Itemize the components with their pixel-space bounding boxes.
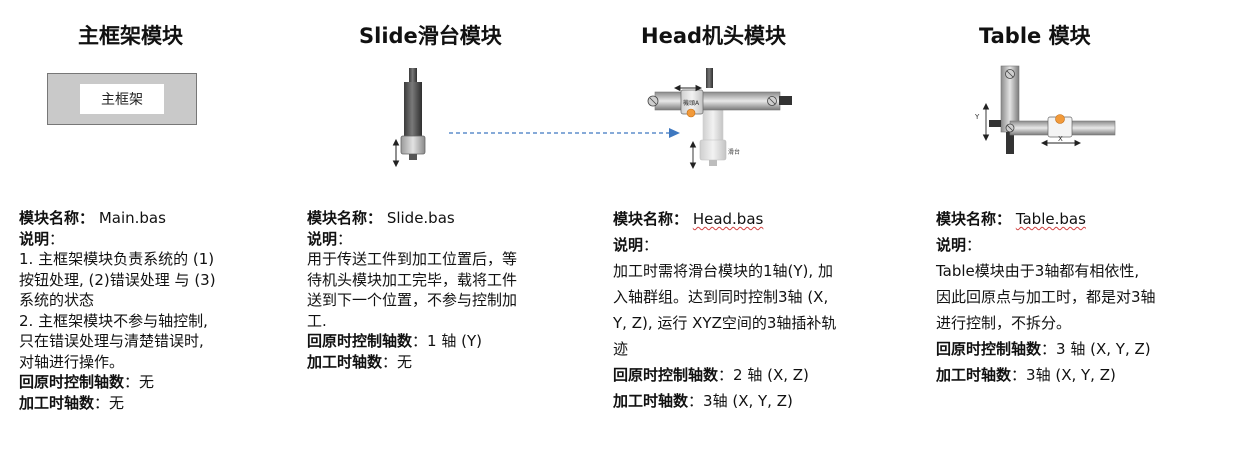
- home-axes-row: 回原时控制轴数：1 轴 (Y): [307, 332, 482, 350]
- head-illustration: 機頭A 滑台: [647, 68, 792, 170]
- module-name-label: 模块名称: [19, 209, 80, 227]
- module-name-value: Main.bas: [98, 209, 166, 227]
- desc-heading: 说明: [19, 229, 50, 248]
- main-frame-box: 主框架: [47, 73, 197, 125]
- proc-axes-value: 无: [397, 352, 413, 371]
- home-axes-label: 回原时控制轴数: [307, 332, 413, 350]
- module-name-label: 模块名称: [307, 209, 368, 227]
- desc-heading-row: 说明：: [307, 229, 353, 248]
- desc-line: 只在错误处理与清楚错误时,: [19, 332, 204, 350]
- desc-heading: 说明: [936, 236, 967, 254]
- desc-line: 工.: [307, 311, 327, 330]
- home-axes-label: 回原时控制轴数: [613, 366, 719, 384]
- desc-heading-row: 说明：: [936, 236, 982, 254]
- main-module-description: 模块名称： Main.bas 说明： 1. 主框架模块负责系统的 (1) 按钮处…: [19, 208, 216, 413]
- module-name-value: Head.bas: [692, 210, 764, 228]
- home-axes-value: 无: [139, 373, 155, 391]
- title-head-module: Head机头模块: [641, 24, 787, 48]
- desc-heading-row: 说明：: [613, 236, 659, 254]
- proc-axes-label: 加工时轴数: [19, 393, 95, 412]
- desc-line: 入轴群组。达到同时控制3轴 (X,: [613, 288, 829, 306]
- desc-line: 因此回原点与加工时，都是对3轴: [936, 288, 1156, 306]
- slide-illustration: [392, 68, 426, 168]
- desc-line: 送到下一个位置，不参与控制加: [307, 291, 518, 309]
- desc-line: 进行控制，不拆分。: [936, 314, 1072, 332]
- home-axes-row: 回原时控制轴数：2 轴 (X, Z): [613, 366, 809, 384]
- module-name-row: 模块名称： Slide.bas: [307, 209, 455, 227]
- desc-line: 加工时需将滑台模块的1轴(Y), 加: [613, 262, 833, 280]
- desc-line: 按钮处理, (2)错误处理 与 (3): [19, 270, 216, 289]
- proc-axes-row: 加工时轴数：3轴 (X, Y, Z): [936, 366, 1116, 384]
- main-frame-label: 主框架: [80, 84, 164, 114]
- head-module-description: 模块名称： Head.bas 说明： 加工时需将滑台模块的1轴(Y), 加 入轴…: [613, 206, 836, 414]
- desc-line: Y, Z), 运行 XYZ空间的3轴插补轨: [613, 314, 837, 332]
- proc-axes-label: 加工时轴数: [613, 392, 689, 410]
- head-label-slide: 滑台: [728, 148, 740, 156]
- proc-axes-label: 加工时轴数: [936, 366, 1012, 384]
- proc-axes-row: 加工时轴数：无: [307, 352, 413, 371]
- desc-heading: 说明: [307, 229, 338, 248]
- module-name-row: 模块名称： Head.bas: [613, 210, 764, 228]
- home-axes-value: 1 轴 (Y): [427, 332, 482, 350]
- proc-axes-value: 3轴 (X, Y, Z): [703, 392, 793, 410]
- desc-heading: 说明: [613, 236, 644, 254]
- transfer-arrow: [449, 128, 680, 138]
- desc-line: 2. 主框架模块不参与轴控制,: [19, 311, 208, 330]
- table-label-y: Y: [974, 113, 980, 121]
- module-name-value: Slide.bas: [386, 209, 455, 227]
- title-slide-module: Slide滑台模块: [359, 24, 502, 48]
- proc-axes-label: 加工时轴数: [307, 352, 383, 371]
- home-axes-label: 回原时控制轴数: [936, 340, 1042, 358]
- table-illustration: Y X: [974, 65, 1116, 154]
- proc-axes-row: 加工时轴数：3轴 (X, Y, Z): [613, 392, 793, 410]
- desc-line: 1. 主框架模块负责系统的 (1): [19, 250, 215, 268]
- desc-line: 用于传送工件到加工位置后，等: [307, 250, 518, 268]
- module-name-value: Table.bas: [1015, 210, 1086, 228]
- title-table-module: Table 模块: [979, 24, 1091, 48]
- module-name-label: 模块名称: [936, 210, 997, 228]
- home-axes-value: 3 轴 (X, Y, Z): [1056, 340, 1151, 358]
- slide-module-description: 模块名称： Slide.bas 说明： 用于传送工件到加工位置后，等 待机头模块…: [307, 208, 517, 372]
- proc-axes-value: 无: [109, 393, 125, 412]
- home-axes-value: 2 轴 (X, Z): [733, 366, 809, 384]
- home-axes-row: 回原时控制轴数：无: [19, 373, 155, 391]
- desc-line: 迹: [613, 340, 629, 358]
- proc-axes-row: 加工时轴数：无: [19, 393, 125, 412]
- desc-line: 系统的状态: [19, 291, 95, 309]
- home-axes-row: 回原时控制轴数：3 轴 (X, Y, Z): [936, 340, 1151, 358]
- head-label-a: 機頭A: [683, 99, 700, 107]
- proc-axes-value: 3轴 (X, Y, Z): [1026, 366, 1116, 384]
- desc-line: Table模块由于3轴都有相依性,: [936, 262, 1140, 280]
- title-main-module: 主框架模块: [78, 24, 183, 48]
- desc-line: 待机头模块加工完毕，载将工件: [307, 270, 518, 289]
- module-name-label: 模块名称: [613, 210, 674, 228]
- module-name-row: 模块名称： Table.bas: [936, 210, 1086, 228]
- desc-line: 对轴进行操作。: [19, 352, 125, 371]
- table-module-description: 模块名称： Table.bas 说明： Table模块由于3轴都有相依性, 因此…: [936, 206, 1156, 388]
- desc-heading-row: 说明：: [19, 229, 65, 248]
- module-name-row: 模块名称： Main.bas: [19, 209, 166, 227]
- table-label-x: X: [1058, 135, 1063, 143]
- home-axes-label: 回原时控制轴数: [19, 373, 125, 391]
